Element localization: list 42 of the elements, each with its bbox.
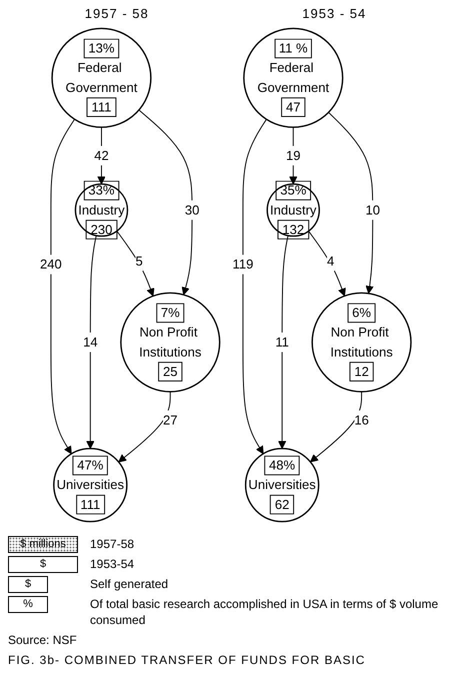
year-label: 1953 - 54: [302, 6, 366, 21]
node-circle: 47% Universities 111: [53, 448, 128, 522]
arrow: [242, 118, 267, 454]
arrow: [289, 126, 298, 184]
legend-key: %: [8, 596, 48, 613]
edge-label: 11: [275, 334, 289, 350]
edge-label: 16: [354, 412, 369, 428]
edge-label: 42: [94, 148, 109, 163]
arrow: [116, 230, 154, 296]
arrow: [328, 112, 374, 294]
node-circle: 7% Non Profit Institutions 25: [120, 292, 220, 392]
arrow: [278, 235, 288, 449]
legend-key: $ millions: [8, 536, 78, 553]
arrow: [97, 126, 106, 184]
node-circle: 13% Federal Government 111: [51, 28, 152, 128]
node-circle: 11 % Federal Government 47: [243, 28, 344, 128]
edge-label: 27: [163, 412, 178, 428]
arrow: [50, 118, 76, 454]
figure-caption: FIG. 3b- COMBINED TRANSFER OF FUNDS FOR BASIC: [8, 653, 366, 667]
edge-label: 30: [184, 202, 200, 218]
legend-key: $: [8, 556, 78, 573]
edge-label: 5: [135, 253, 143, 268]
year-label: 1957 - 58: [84, 6, 149, 21]
arrow: [118, 391, 171, 462]
arrow: [310, 391, 362, 462]
edge-label: 19: [286, 148, 301, 163]
arrow: [308, 230, 346, 296]
node-circle: 48% Universities 62: [244, 448, 320, 522]
legend-key: $: [8, 576, 48, 593]
arrow: [138, 110, 193, 296]
edge-label: 4: [327, 253, 334, 268]
edge-label: 14: [83, 334, 98, 350]
legend-text: Of total basic research accomplished in USA in terms of $ volume consumed: [90, 596, 440, 628]
legend-text: 1953-54: [90, 556, 134, 572]
edge-label: 119: [232, 256, 254, 272]
legend-text: Self generated: [90, 576, 168, 592]
source-note: Source: NSF: [8, 633, 77, 647]
edge-label: 10: [365, 202, 380, 218]
node-circle: 6% Non Profit Institutions 12: [312, 292, 412, 392]
arrow: [86, 235, 97, 449]
edge-label: 240: [40, 256, 62, 272]
legend-text: 1957-58: [90, 536, 134, 552]
